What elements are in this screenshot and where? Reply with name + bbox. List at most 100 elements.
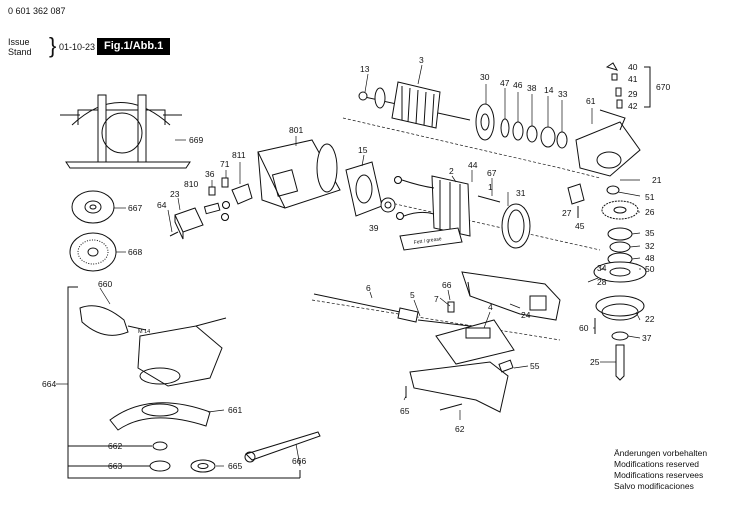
armature-3: [358, 81, 471, 129]
motor-housing-801: [257, 139, 341, 209]
part-label-p34: 34: [597, 263, 607, 273]
grease-tube: [399, 227, 463, 251]
part-label-p46: 46: [513, 80, 523, 90]
part-label-p667: 667: [128, 203, 142, 213]
part-label-p29: 29: [628, 89, 638, 99]
part-label-p28: 28: [597, 277, 607, 287]
part-label-p810: 810: [184, 179, 198, 189]
part-label-p26: 26: [645, 207, 655, 217]
part-label-p37: 37: [642, 333, 652, 343]
part-label-p61: 61: [586, 96, 596, 106]
reference-circles: [221, 176, 404, 221]
handle-housing-24: [461, 271, 561, 321]
part-label-p25: 25: [590, 357, 600, 367]
part-label-p660: 660: [98, 279, 112, 289]
part-label-p14: 14: [544, 85, 554, 95]
lower-handle: [405, 359, 514, 413]
note-english: Modifications reserved: [614, 459, 700, 469]
part-label-p664: 664: [42, 379, 56, 389]
stand-label: Stand: [8, 47, 32, 57]
cable-6: [313, 293, 419, 323]
bearing-plate-15: [345, 161, 383, 217]
part-label-p3: 3: [419, 55, 424, 65]
part-label-p45: 45: [575, 221, 585, 231]
part-label-p38: 38: [527, 83, 537, 93]
wrench-666: [244, 431, 321, 463]
part-label-p811: 811: [232, 150, 246, 160]
part-label-p44: 44: [468, 160, 478, 170]
part-label-p31: 31: [516, 188, 526, 198]
part-label-p65: 65: [400, 406, 410, 416]
part-label-p42: 42: [628, 101, 638, 111]
spindle-lock-parts: [605, 62, 651, 109]
part-label-p30: 30: [480, 72, 490, 82]
part-label-p7: 7: [434, 294, 439, 304]
note-french: Modifications reservees: [614, 470, 704, 480]
part-label-p40: 40: [628, 62, 638, 72]
part-label-p47: 47: [500, 78, 510, 88]
gear-head-21: [575, 109, 641, 177]
part-label-p27: 27: [562, 208, 572, 218]
part-label-p36: 36: [205, 169, 215, 179]
flange-disc-667: [71, 190, 115, 224]
modification-notes: Änderungen vorbehalten Modifications res…: [614, 448, 707, 492]
nuts-662-663-665: [149, 441, 216, 473]
switch-assembly: [417, 301, 515, 365]
part-label-p15: 15: [358, 145, 368, 155]
part-label-p1: 1: [488, 182, 493, 192]
part-label-p662: 662: [108, 441, 122, 451]
part-label-p62: 62: [455, 424, 465, 434]
part-label-p21: 21: [652, 175, 662, 185]
part-label-p32: 32: [645, 241, 655, 251]
switch-parts: [203, 177, 253, 221]
part-label-p22: 22: [645, 314, 655, 324]
issue-label: Issue: [8, 37, 30, 47]
part-label-p60: 60: [579, 323, 589, 333]
part-label-p5: 5: [410, 290, 415, 300]
note-german: Änderungen vorbehalten: [614, 448, 708, 458]
guard-661: [109, 402, 211, 431]
part-label-p13: 13: [360, 64, 370, 74]
part-label-p64: 64: [157, 200, 167, 210]
part-number-labels: 3 13 30 47 46 38 14 33 61 40 41 29 42 67…: [42, 55, 670, 471]
document-number: 0 601 362 087: [8, 6, 66, 16]
spindle-assembly: [594, 295, 645, 381]
part-label-p71: 71: [220, 159, 230, 169]
stand-frame-669: [60, 94, 191, 169]
issue-date: 01-10-23: [59, 42, 96, 52]
part-label-p67: 67: [487, 168, 497, 178]
part-label-p51: 51: [645, 192, 655, 202]
part-label-p33: 33: [558, 89, 568, 99]
part-label-p39: 39: [369, 223, 379, 233]
part-label-p4: 4: [488, 302, 493, 312]
part-label-p41: 41: [628, 74, 638, 84]
part-label-p670: 670: [656, 82, 670, 92]
part-label-p665: 665: [228, 461, 242, 471]
brush-holder-23: [169, 207, 204, 240]
stator-2: [431, 175, 531, 249]
part-label-p666: 666: [292, 456, 306, 466]
bearing-stack: [500, 118, 568, 149]
part-label-p801: 801: [289, 125, 303, 135]
note-spanish: Salvo modificaciones: [614, 481, 694, 491]
assembly-axis-lines: [311, 117, 601, 341]
gear-parts-51-27-45: [567, 183, 620, 218]
part-label-p6: 6: [366, 283, 371, 293]
part-label-p50: 50: [645, 264, 655, 274]
gear-stack: [593, 200, 647, 283]
part-label-m14: M 14: [138, 329, 150, 335]
part-label-p48: 48: [645, 253, 655, 263]
part-label-p24: 24: [521, 310, 531, 320]
part-label-p668: 668: [128, 247, 142, 257]
leader-lines: [56, 64, 641, 467]
part-label-p66: 66: [442, 280, 452, 290]
fan-30: [475, 103, 495, 141]
grinding-disc-668: [69, 232, 117, 272]
side-handle-660: [79, 305, 147, 336]
part-label-p669: 669: [189, 135, 203, 145]
part-label-p2: 2: [449, 166, 454, 176]
kit-bracket-664: [67, 286, 301, 479]
brace-icon: }: [49, 33, 57, 58]
